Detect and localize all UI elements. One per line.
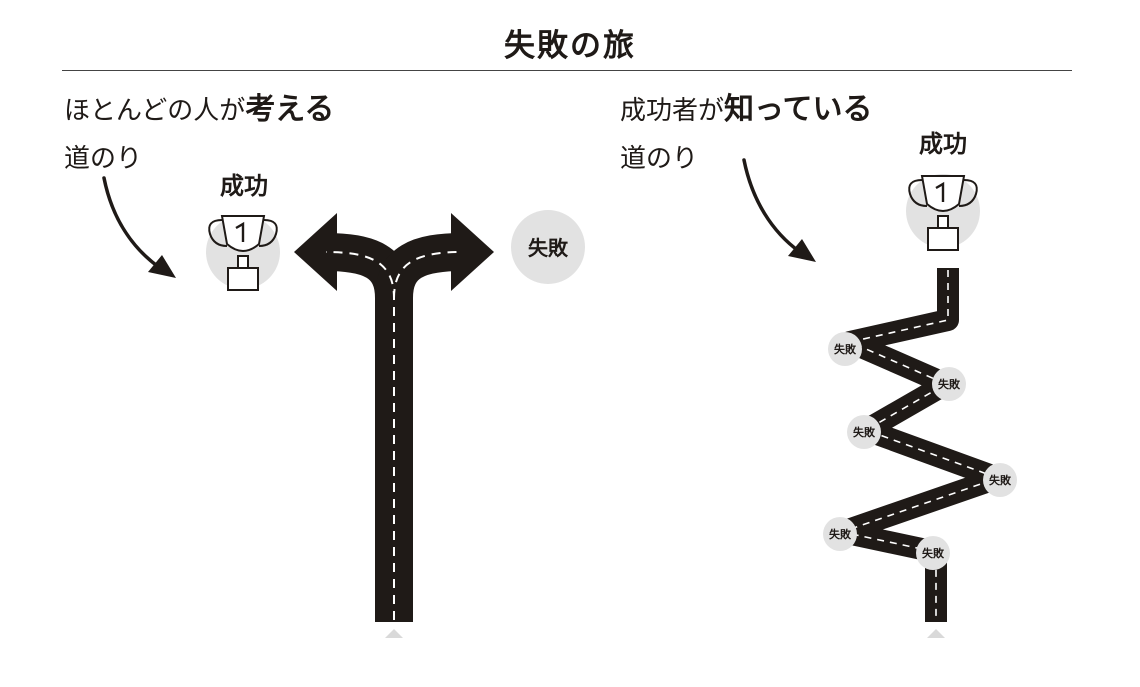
right-failure-label: 失敗 bbox=[834, 342, 857, 356]
right-failure-circle bbox=[932, 367, 966, 401]
right-caption-prefix: 成功者が bbox=[620, 96, 725, 126]
left-failure-label: 失敗 bbox=[528, 236, 569, 260]
left-fork-road bbox=[294, 213, 494, 622]
right-pointer-arrowhead bbox=[788, 239, 816, 262]
left-fork-lane-right bbox=[393, 251, 463, 299]
left-fork-left-branch bbox=[324, 233, 413, 622]
right-caption-emphasis: 知っている bbox=[724, 92, 873, 127]
left-fork-left-arrowhead bbox=[294, 213, 337, 291]
left-failure-badge: 失敗 bbox=[511, 210, 585, 284]
left-pointer-arrow-icon bbox=[102, 176, 162, 270]
right-failure-label: 失敗 bbox=[989, 473, 1012, 487]
diagram-title: 失敗の旅 bbox=[504, 28, 636, 64]
right-start-marker-icon bbox=[927, 629, 945, 638]
right-failure-circle bbox=[916, 536, 950, 570]
left-caption: ほとんどの人が考える 道のり bbox=[64, 86, 334, 183]
right-failure-label: 失敗 bbox=[853, 425, 876, 439]
left-trophy-icon bbox=[206, 215, 280, 291]
right-success-label: 成功 bbox=[919, 130, 967, 158]
left-start-marker-icon bbox=[385, 629, 403, 638]
right-caption-line2: 道のり bbox=[620, 144, 699, 174]
right-failure-circle bbox=[823, 517, 857, 551]
zigzag-road-lane bbox=[841, 270, 999, 620]
left-caption-line2: 道のり bbox=[64, 144, 143, 174]
right-pointer-arrow-icon bbox=[742, 158, 802, 254]
left-caption-prefix: ほとんどの人が bbox=[64, 96, 246, 126]
left-success-label: 成功 bbox=[220, 172, 268, 200]
right-failure-label: 失敗 bbox=[922, 546, 945, 560]
right-trophy-icon bbox=[906, 174, 980, 251]
right-failure-label: 失敗 bbox=[938, 377, 961, 391]
right-failure-circle bbox=[983, 463, 1017, 497]
left-fork-right-arrowhead bbox=[451, 213, 494, 291]
right-failure-circle bbox=[847, 415, 881, 449]
right-failure-circle bbox=[828, 332, 862, 366]
left-pointer-arrowhead bbox=[148, 255, 176, 278]
right-failure-label: 失敗 bbox=[829, 527, 852, 541]
left-caption-emphasis: 考える bbox=[245, 92, 335, 127]
title-divider bbox=[62, 70, 1072, 71]
right-caption: 成功者が知っている 道のり bbox=[620, 86, 873, 183]
